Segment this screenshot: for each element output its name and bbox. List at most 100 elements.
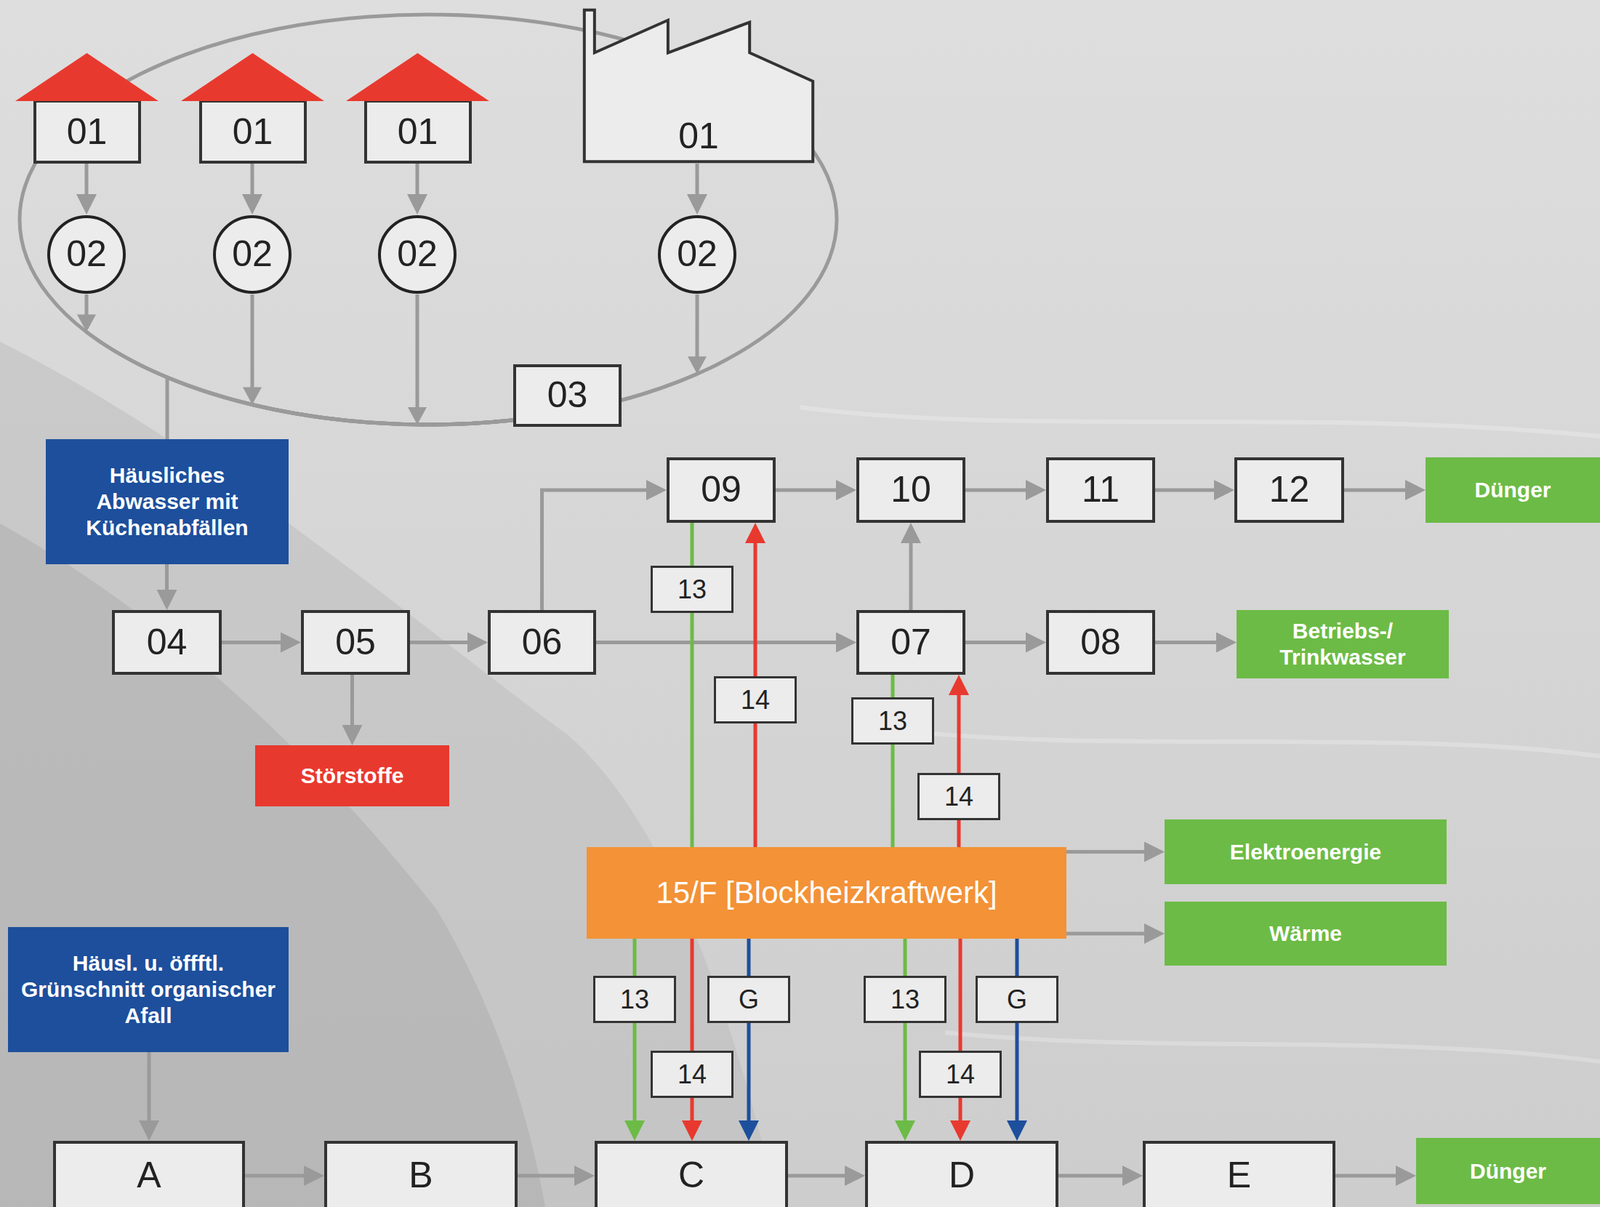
waste-output-box: Störstoffe xyxy=(255,745,450,807)
process-box: E xyxy=(1142,1140,1336,1207)
flow-connector xyxy=(965,641,1038,643)
house-body xyxy=(34,101,140,163)
flow-line xyxy=(165,564,169,602)
flow-line xyxy=(965,488,1038,493)
node-label: B xyxy=(408,1154,433,1197)
node-label: 08 xyxy=(1080,621,1121,664)
stream-number: 14 xyxy=(650,1050,734,1098)
flow-line xyxy=(415,163,420,206)
flow-connector xyxy=(910,531,912,610)
node-label: 04 xyxy=(146,621,188,664)
flow-connector xyxy=(621,294,707,400)
flow-line xyxy=(965,640,1038,645)
flow-connector xyxy=(409,641,480,643)
process-box: 05 xyxy=(300,609,410,675)
flow-line xyxy=(1058,1174,1135,1178)
flow-line xyxy=(167,377,514,440)
flow-connector xyxy=(166,564,168,602)
flow-connector xyxy=(692,938,693,1132)
text-group: E xyxy=(1227,1154,1252,1197)
collection-shaft-circle: 02 xyxy=(657,214,738,295)
flow-line xyxy=(350,674,355,737)
process-box: 06 xyxy=(487,609,597,675)
text-group: 09 xyxy=(700,468,742,512)
chp-plant-box: 15/F [Blockheizkraftwerk] xyxy=(586,846,1067,939)
node-label: A xyxy=(136,1154,161,1197)
node-label: Häusl. u. öffftl. Grünschnitt organische… xyxy=(18,950,279,1029)
shaft-circle xyxy=(214,216,291,293)
flow-connector xyxy=(167,377,514,440)
input-box: Häusl. u. öffftl. Grünschnitt organische… xyxy=(7,926,289,1052)
collection-shaft-circle: 02 xyxy=(46,214,127,295)
stream-number: 14 xyxy=(917,772,1001,820)
text-group: 02 xyxy=(66,233,107,276)
node-label: Betriebs-/ Trinkwasser xyxy=(1246,617,1439,671)
text-group: 07 xyxy=(890,621,932,664)
flow-line xyxy=(958,938,963,1132)
process-box: A xyxy=(53,1140,245,1207)
text-group: 05 xyxy=(335,621,376,664)
flow-line xyxy=(1344,488,1417,493)
text-group: Störstoffe xyxy=(300,763,405,789)
flow-connector xyxy=(965,489,1038,491)
node-label: 01 xyxy=(232,111,274,154)
flow-line xyxy=(695,163,700,206)
flow-connector xyxy=(775,489,848,491)
text-group: B xyxy=(408,1154,433,1197)
node-label: 07 xyxy=(890,621,932,664)
node-label: D xyxy=(948,1154,975,1197)
text-group: 01 xyxy=(397,111,439,154)
flow-line xyxy=(596,640,848,645)
text-group: 01 xyxy=(66,111,108,154)
house-body xyxy=(365,101,471,163)
text-group: 01 xyxy=(232,111,274,154)
house-body xyxy=(200,101,306,163)
flow-connector xyxy=(960,938,962,1132)
flow-line xyxy=(957,683,962,847)
flow-connector xyxy=(417,163,418,206)
node-label: 01 xyxy=(66,111,108,154)
wave-line xyxy=(945,1032,1600,1062)
node-label: 02 xyxy=(66,233,107,276)
process-box: 04 xyxy=(111,609,222,675)
factory-source: 01 xyxy=(582,7,815,164)
flow-line xyxy=(250,163,255,206)
flow-line xyxy=(244,1174,316,1178)
flow-connector xyxy=(748,938,750,1132)
flow-line xyxy=(417,294,514,425)
node-label: C xyxy=(678,1154,705,1197)
flow-connector xyxy=(252,163,253,206)
flow-line xyxy=(633,938,637,1132)
output-box: Betriebs-/ Trinkwasser xyxy=(1236,609,1449,679)
flow-line xyxy=(542,489,659,610)
flow-connector xyxy=(596,641,848,643)
process-box: 07 xyxy=(856,609,966,675)
process-box: 12 xyxy=(1234,457,1345,523)
flow-line xyxy=(775,488,848,493)
process-box: C xyxy=(594,1140,789,1207)
flow-connector xyxy=(1066,933,1156,935)
flow-line xyxy=(903,938,908,1132)
output-box: Wärme xyxy=(1164,901,1447,966)
stream-number: 13 xyxy=(650,565,734,613)
process-box: 11 xyxy=(1046,457,1156,523)
text-group: 04 xyxy=(146,621,188,664)
text-group: 10 xyxy=(890,468,932,512)
node-label: Wärme xyxy=(1269,920,1342,947)
node-label: 05 xyxy=(335,621,376,664)
flow-connector xyxy=(1155,641,1228,643)
text-group: 03 xyxy=(547,374,589,417)
text-group: A xyxy=(136,1154,161,1197)
flow-connector xyxy=(517,1175,586,1177)
house-roof xyxy=(15,53,159,102)
coast-slope xyxy=(0,341,778,1207)
text-group: 01 xyxy=(678,115,719,158)
process-box: B xyxy=(324,1140,518,1207)
flow-connector xyxy=(221,641,293,643)
flow-line xyxy=(909,531,914,610)
flow-connector xyxy=(407,294,514,425)
text-group: 11 xyxy=(1081,468,1120,512)
text-group: Dünger xyxy=(1469,1158,1547,1185)
text-group: C xyxy=(678,1154,705,1197)
